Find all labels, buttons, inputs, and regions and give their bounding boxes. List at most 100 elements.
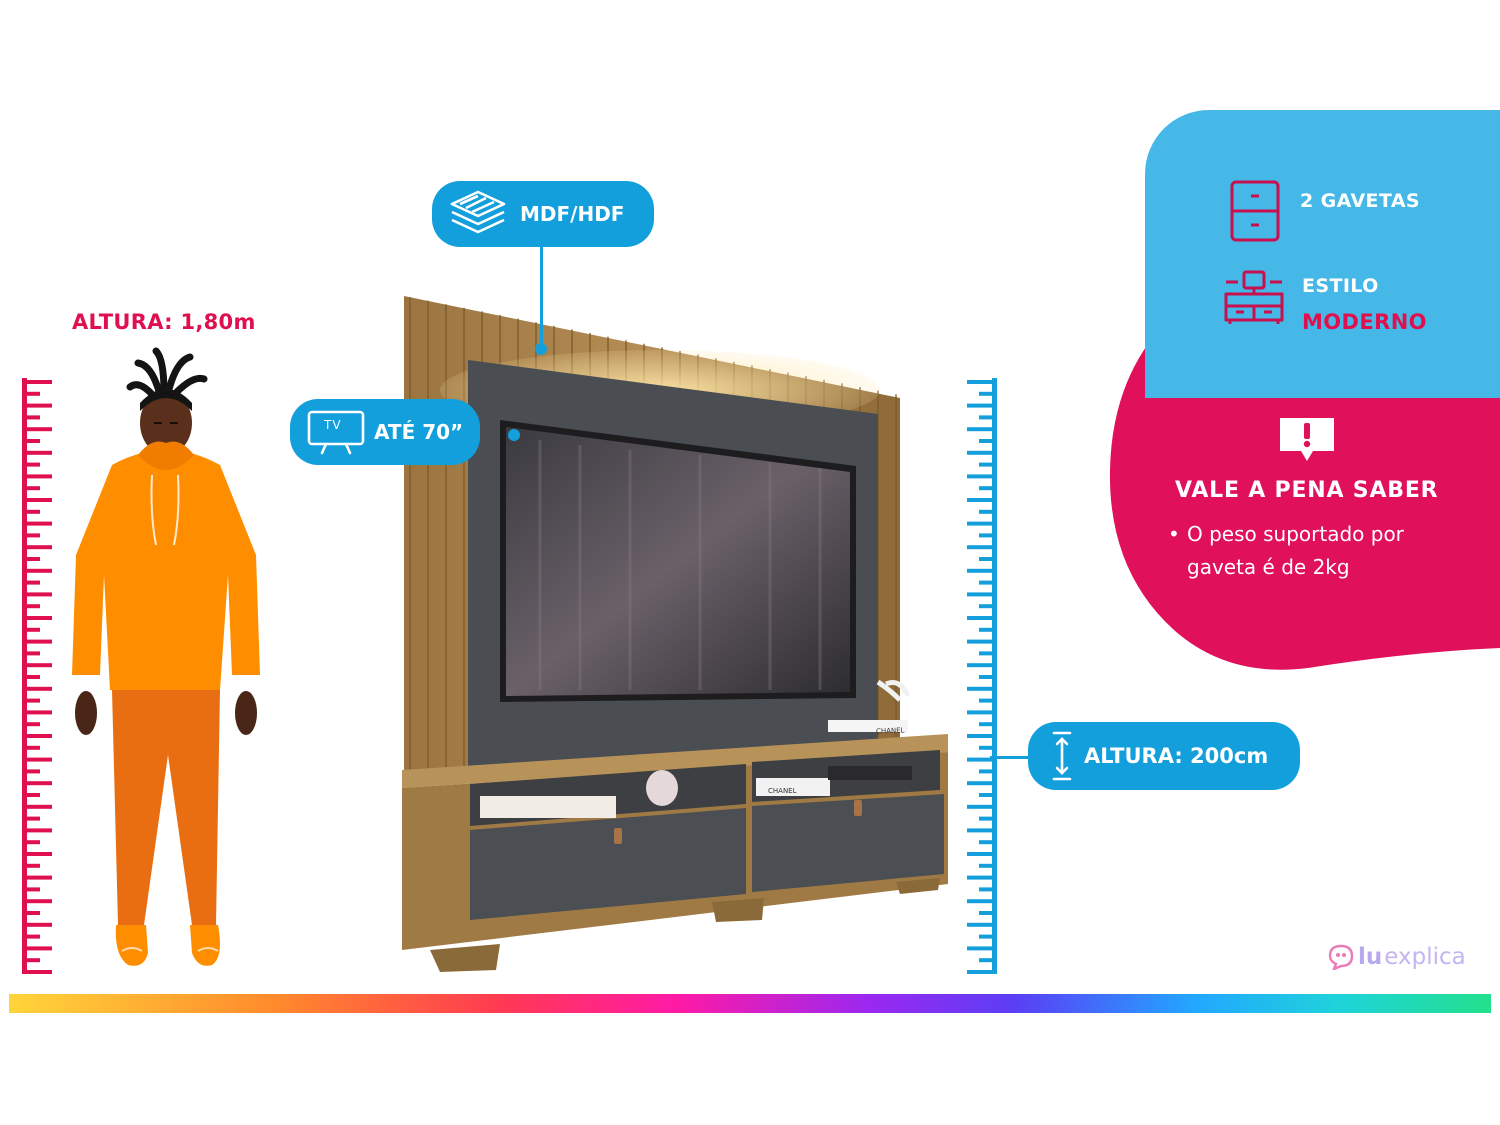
- ruler-tick: [979, 911, 997, 915]
- ruler-tick: [22, 391, 40, 396]
- feature-drawers-label: 2 GAVETAS: [1300, 190, 1421, 212]
- ruler-tick: [967, 545, 997, 550]
- ruler-tick: [979, 698, 997, 703]
- ruler-tick: [22, 816, 40, 821]
- layers-icon: [448, 186, 508, 242]
- ruler-tick: [22, 970, 52, 974]
- ruler-tick: [979, 486, 997, 491]
- lu-explica-logo: LU explica: [1328, 944, 1466, 970]
- ruler-tick: [22, 887, 40, 892]
- ruler-tick: [967, 639, 997, 644]
- ruler-tick: [979, 958, 997, 963]
- right-height-ruler: [966, 378, 1000, 974]
- ruler-tick: [979, 462, 997, 467]
- tv-icon-text: TV: [324, 418, 342, 432]
- ruler-tick: [22, 757, 52, 762]
- ruler-tick: [22, 863, 40, 868]
- ruler-tick: [967, 828, 997, 833]
- ruler-tick: [22, 781, 52, 786]
- ruler-tick: [22, 462, 40, 467]
- ruler-tick: [967, 403, 997, 408]
- ruler-tick: [979, 439, 997, 443]
- vale-title: VALE A PENA SABER: [1175, 478, 1439, 503]
- ruler-tick: [967, 427, 997, 432]
- brand-lu: LU: [1358, 944, 1383, 970]
- ruler-tick: [967, 970, 997, 974]
- ruler-tick: [967, 922, 997, 927]
- ruler-tick: [979, 509, 997, 514]
- book-title: CHANEL: [875, 726, 905, 736]
- ruler-tick: [22, 627, 40, 632]
- ruler-tick: [22, 852, 52, 856]
- ruler-tick: [22, 793, 40, 797]
- ruler-tick: [979, 391, 997, 396]
- ruler-tick: [979, 533, 997, 538]
- ruler-tick: [967, 804, 997, 809]
- ruler-tick: [22, 380, 52, 384]
- ruler-tick: [22, 498, 52, 502]
- book-title-2: CHANEL: [768, 787, 797, 795]
- person-illustration: [60, 345, 270, 979]
- material-callout: MDF/HDF: [432, 181, 654, 247]
- tv-icon: TV: [306, 409, 366, 455]
- ruler-tick: [22, 427, 52, 432]
- ruler-tick: [22, 509, 40, 514]
- ruler-tick: [22, 875, 52, 880]
- ruler-tick: [967, 686, 997, 691]
- ruler-tick: [967, 781, 997, 786]
- ruler-tick: [22, 946, 52, 951]
- ruler-tick: [979, 651, 997, 656]
- ruler-tick: [979, 934, 997, 939]
- ruler-tick: [22, 486, 40, 491]
- ruler-tick: [22, 604, 40, 609]
- ruler-tick: [967, 592, 997, 597]
- ruler-tick: [979, 580, 997, 585]
- ruler-tick: [979, 675, 997, 679]
- tv-panel-illustration: [400, 290, 960, 984]
- furniture-icon: [1224, 268, 1284, 330]
- ruler-tick: [979, 557, 997, 561]
- ruler-tick: [967, 734, 997, 738]
- ruler-tick: [967, 899, 997, 904]
- ruler-tick: [979, 769, 997, 774]
- ruler-tick: [979, 745, 997, 750]
- speech-bubble-icon: [1328, 944, 1354, 970]
- ruler-tick: [22, 710, 52, 715]
- ruler-tick: [22, 745, 40, 750]
- furniture-height-label: ALTURA: 200cm: [1084, 744, 1269, 768]
- ruler-tick: [979, 863, 997, 868]
- ruler-tick: [22, 911, 40, 915]
- ruler-tick: [979, 793, 997, 797]
- ruler-tick: [22, 958, 40, 963]
- ruler-tick: [22, 722, 40, 727]
- ruler-tick: [22, 698, 40, 703]
- ruler-tick: [967, 710, 997, 715]
- mdf-connector-line: [540, 246, 543, 346]
- ruler-tick: [22, 899, 52, 904]
- ruler-tick: [967, 875, 997, 880]
- left-height-ruler: [22, 378, 56, 974]
- ruler-tick: [979, 840, 997, 845]
- ruler-tick: [22, 686, 52, 691]
- ruler-tick: [22, 580, 40, 585]
- ruler-tick: [22, 651, 40, 656]
- ruler-tick: [979, 627, 997, 632]
- ruler-tick: [979, 887, 997, 892]
- ruler-tick: [967, 450, 997, 455]
- ruler-tick: [22, 804, 52, 809]
- vale-bullet: •: [1168, 522, 1180, 546]
- ruler-tick: [22, 934, 40, 939]
- ruler-tick: [967, 380, 997, 384]
- ruler-tick: [967, 616, 997, 620]
- ruler-tick: [967, 757, 997, 762]
- ruler-tick: [22, 450, 52, 455]
- ruler-tick: [967, 663, 997, 668]
- rainbow-bar: [9, 994, 1491, 1013]
- ruler-tick: [22, 557, 40, 561]
- vale-item-line1: O peso suportado por: [1187, 522, 1404, 546]
- height-connector-line: [990, 756, 1030, 759]
- ruler-tick: [22, 769, 40, 774]
- drawers-icon: [1230, 180, 1280, 246]
- vale-item-line2: gaveta é de 2kg: [1187, 555, 1350, 579]
- alert-icon: [1277, 415, 1337, 469]
